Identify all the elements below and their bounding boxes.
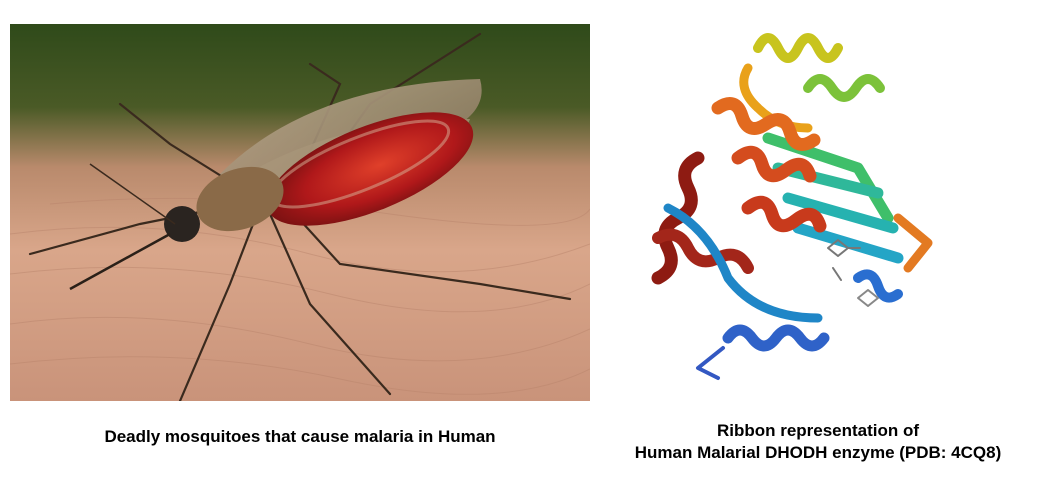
protein-ribbon-illustration (651, 33, 933, 380)
protein-caption-line-1: Ribbon representation of (716, 421, 920, 440)
protein-caption: Ribbon representation of Human Malarial … (598, 420, 1038, 464)
mosquito-caption: Deadly mosquitoes that cause malaria in … (104, 427, 496, 446)
protein-caption-line-2: Human Malarial DHODH enzyme (PDB: 4CQ8) (634, 443, 1002, 462)
mosquito-photo (10, 24, 590, 401)
protein-ribbon-image (628, 18, 953, 390)
mosquito-illustration (10, 24, 590, 401)
